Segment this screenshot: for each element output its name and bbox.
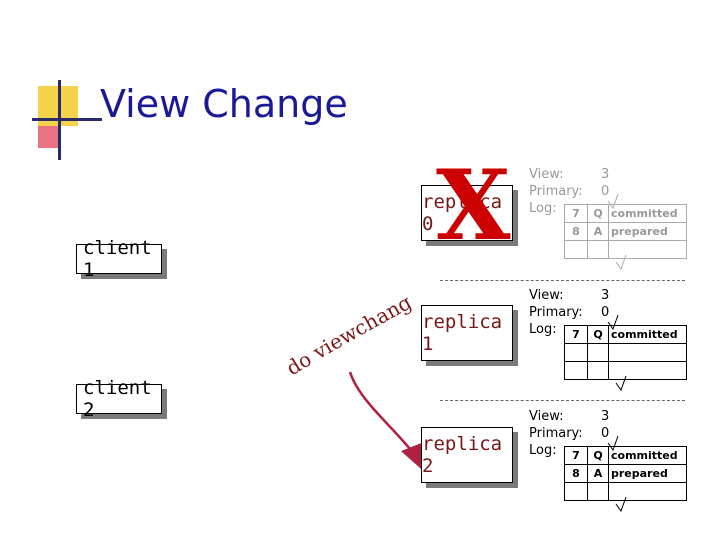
log-seq <box>564 343 588 362</box>
log-op <box>587 343 609 362</box>
tick-mark <box>607 314 619 331</box>
title-decoration <box>32 80 102 160</box>
client-1-box: client 1 <box>76 237 162 281</box>
log-label: Log: <box>529 322 557 337</box>
log-seq <box>564 482 588 501</box>
log-seq: 7 <box>564 204 588 223</box>
primary-label: Primary: <box>529 426 583 441</box>
view-value: 3 <box>601 288 610 303</box>
replica-1-label: replica 1 <box>422 311 503 355</box>
red-square <box>38 126 60 148</box>
log-status <box>608 361 687 380</box>
log-status: committed <box>608 204 687 223</box>
log-seq: 8 <box>564 464 588 483</box>
log-label: Log: <box>529 201 557 216</box>
log-status <box>608 482 687 501</box>
view-label: View: <box>529 167 564 182</box>
log-row <box>564 361 687 380</box>
failure-cross: X <box>436 149 511 262</box>
log-op: A <box>587 222 609 241</box>
client-1-label: client 1 <box>83 237 152 281</box>
log-status: prepared <box>608 222 687 241</box>
tick-mark <box>607 435 619 452</box>
view-value: 3 <box>601 409 610 424</box>
view-label: View: <box>529 288 564 303</box>
primary-value: 0 <box>601 426 610 441</box>
tick-mark <box>615 496 627 513</box>
log-seq <box>564 240 588 259</box>
horizontal-rule <box>32 118 102 121</box>
log-op <box>587 240 609 259</box>
view-label: View: <box>529 409 564 424</box>
log-row <box>564 482 687 501</box>
log-seq: 7 <box>564 325 588 344</box>
log-seq: 7 <box>564 446 588 465</box>
log-op <box>587 361 609 380</box>
tick-mark <box>615 254 627 271</box>
log-label: Log: <box>529 443 557 458</box>
log-op <box>587 482 609 501</box>
separator-1 <box>440 280 685 281</box>
tick-mark <box>615 375 627 392</box>
primary-label: Primary: <box>529 305 583 320</box>
primary-label: Primary: <box>529 184 583 199</box>
replica-0-label: replica 0 <box>422 191 503 235</box>
view-value: 3 <box>601 167 610 182</box>
log-seq <box>564 361 588 380</box>
log-op: A <box>587 464 609 483</box>
separator-2 <box>440 400 685 401</box>
replica-2-box: replica 2 <box>421 427 513 483</box>
log-status: prepared <box>608 464 687 483</box>
replica-1-box: replica 1 <box>421 305 513 361</box>
log-seq: 8 <box>564 222 588 241</box>
viewchange-text: do viewchange 4 <box>0 0 416 380</box>
replica-0-box: replica 0 <box>421 185 513 241</box>
log-status <box>608 343 687 362</box>
tick-mark <box>607 193 619 210</box>
arrow-path <box>348 371 425 470</box>
primary-value: 0 <box>601 305 610 320</box>
log-row <box>564 240 687 259</box>
slide-title: View Change <box>100 82 348 126</box>
log-status <box>608 240 687 259</box>
log-row <box>564 343 687 362</box>
replica-2-label: replica 2 <box>422 433 503 477</box>
primary-value: 0 <box>601 184 610 199</box>
client-2-label: client 2 <box>83 377 152 421</box>
client-2-box: client 2 <box>76 377 162 421</box>
